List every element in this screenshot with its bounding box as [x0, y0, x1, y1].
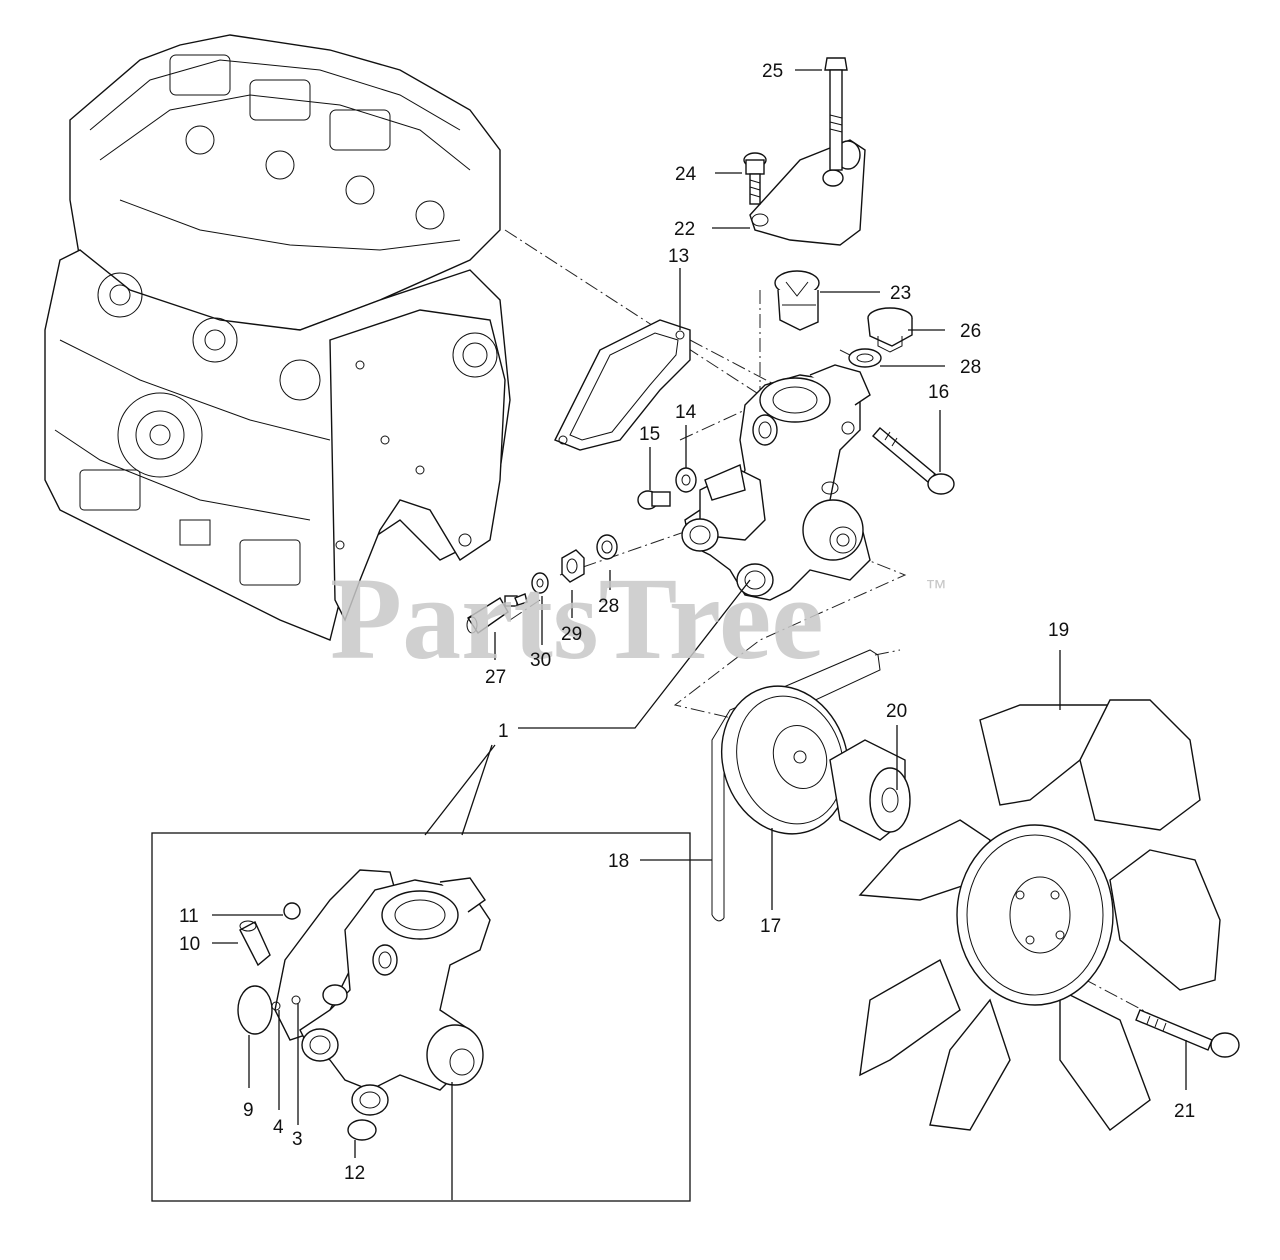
- bolt-24: [743, 152, 767, 205]
- watermark-trademark: ™: [925, 575, 947, 600]
- washer-14: [675, 467, 697, 493]
- callout-10: 10: [179, 934, 200, 955]
- inset-water-pump: [274, 869, 491, 1141]
- washer-28-bottom: [596, 534, 618, 560]
- callout-23: 23: [890, 283, 911, 304]
- callout-21: 21: [1174, 1101, 1195, 1122]
- watermark-text: PartsTree: [330, 553, 824, 684]
- callout-16: 16: [928, 382, 949, 403]
- callout-26: 26: [960, 321, 981, 342]
- pulley-17: [720, 685, 850, 835]
- callout-11: 11: [179, 906, 199, 927]
- callout-22: 22: [674, 219, 695, 240]
- washer-30: [531, 572, 549, 594]
- fan-bolt-21: [1135, 1009, 1240, 1058]
- callout-15: 15: [639, 424, 660, 445]
- callout-30: 30: [530, 650, 551, 671]
- bolt-25: [824, 57, 848, 171]
- bolt-16: [872, 427, 955, 495]
- engine-block: [44, 34, 511, 641]
- thermostat-23: [774, 270, 820, 331]
- plug-26: [867, 307, 913, 353]
- callout-17: 17: [760, 916, 781, 937]
- callout-4: 4: [273, 1117, 284, 1138]
- callout-13: 13: [668, 246, 689, 267]
- inset-detail-box: [151, 832, 691, 1202]
- callout-29: 29: [561, 624, 582, 645]
- callout-14: 14: [675, 402, 697, 423]
- cooling-fan-19: [858, 699, 1221, 1131]
- fan-spacer-20: [829, 739, 911, 841]
- watermark: PartsTree ™: [330, 553, 947, 684]
- thermostat-cover-22: [749, 139, 866, 246]
- callout-12: 12: [344, 1163, 365, 1184]
- callout-1: 1: [498, 721, 509, 742]
- callout-9: 9: [243, 1100, 254, 1121]
- callout-28-bottom: 28: [598, 596, 619, 617]
- gasket-13: [554, 319, 691, 451]
- callout-27: 27: [485, 667, 506, 688]
- water-pump-assembly: [681, 364, 871, 601]
- callout-3: 3: [292, 1129, 303, 1150]
- leader-lines: [212, 69, 1187, 1200]
- temperature-sender-27: [466, 593, 528, 634]
- callout-18: 18: [608, 851, 629, 872]
- callout-20: 20: [886, 701, 907, 722]
- callout-24: 24: [675, 164, 697, 185]
- adapter-29: [561, 549, 585, 583]
- bolt-15: [637, 490, 671, 510]
- inset-parts-small: [237, 902, 301, 1035]
- callout-25: 25: [762, 61, 783, 82]
- washer-28-top: [848, 348, 882, 368]
- callout-28-top: 28: [960, 357, 981, 378]
- callout-19: 19: [1048, 620, 1069, 641]
- callout-labels: 25 24 22 13 23 26 28 16 14 15 28 29 30 2…: [179, 61, 1195, 1184]
